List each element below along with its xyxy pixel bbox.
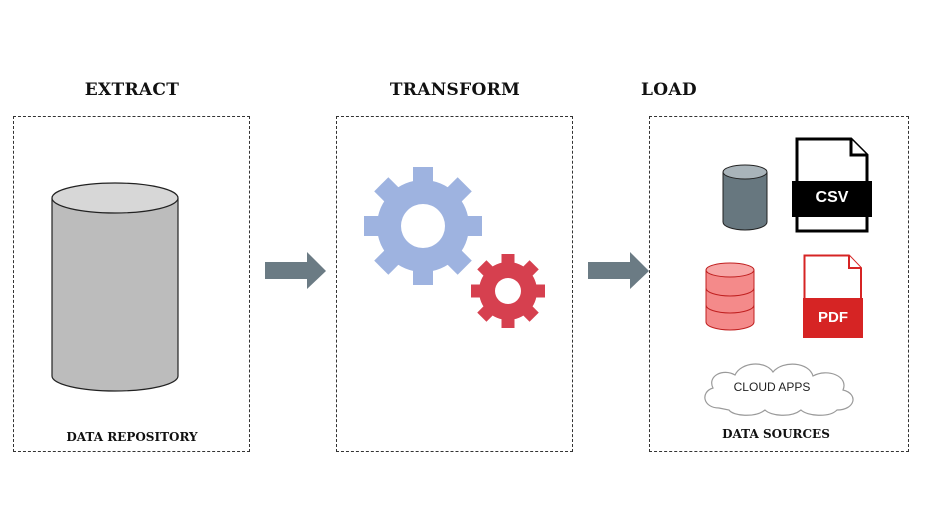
load-panel [649, 116, 909, 452]
csv-label: CSV [815, 189, 849, 206]
database-dark-icon [722, 164, 768, 231]
data-repository-label: DATA REPOSITORY [66, 430, 198, 444]
transform-title: TRANSFORM [389, 80, 521, 100]
data-sources-label: DATA SOURCES [722, 427, 830, 441]
pdf-label: PDF [818, 309, 848, 326]
csv-file-icon [792, 137, 872, 233]
extract-panel [13, 116, 250, 452]
load-title: LOAD [641, 80, 697, 100]
data-repository-database-icon [51, 182, 179, 392]
pdf-file-icon [803, 254, 863, 338]
cloud-apps-label: CLOUD APPS [733, 380, 811, 394]
gear-large-icon [364, 167, 482, 285]
transform-panel [336, 116, 573, 452]
database-red-icon [705, 262, 755, 331]
arrow-right-icon [588, 252, 649, 289]
cloud-icon [704, 363, 854, 416]
arrow-right-icon [265, 252, 326, 289]
gear-small-icon [471, 254, 545, 328]
extract-title: EXTRACT [84, 80, 180, 100]
